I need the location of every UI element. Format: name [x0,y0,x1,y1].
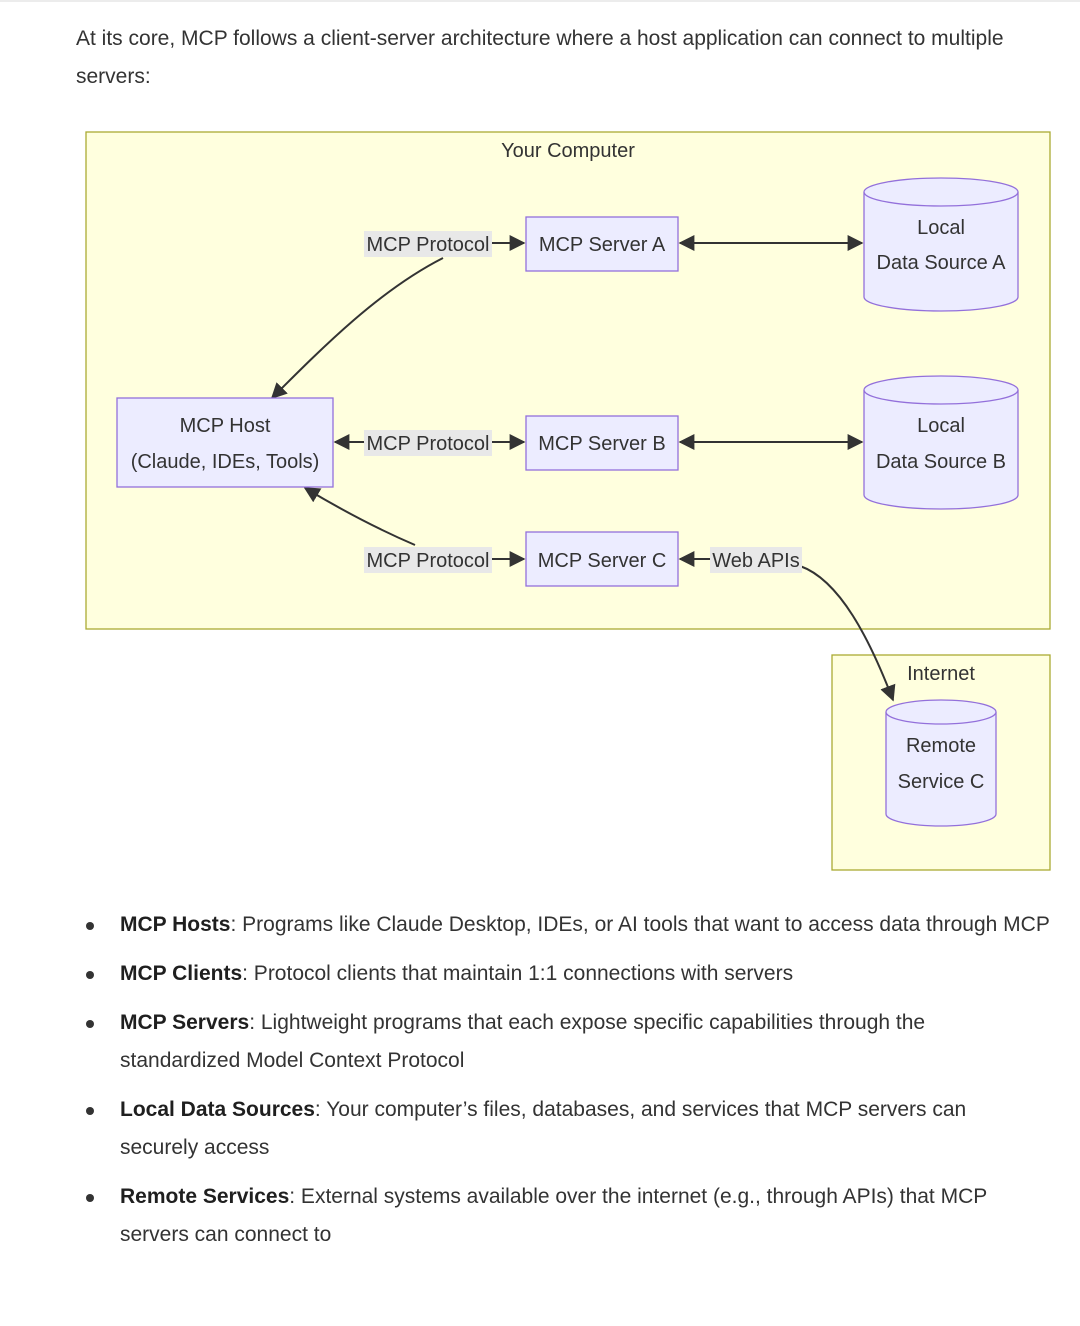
node-local-datasource-b-line1: Local [917,415,965,437]
node-mcp-server-c [525,531,679,587]
node-local-datasource-b-line2: Data Source B [876,451,1006,473]
list-item-description: : Protocol clients that maintain 1:1 con… [242,962,794,985]
node-mcp-server-c-label: MCP Server C [538,550,667,572]
node-local-datasource-a [863,177,1019,312]
node-remote-service-c-line1: Remote [906,735,976,757]
bullet-dot [86,971,94,979]
list-item: MCP Hosts: Programs like Claude Desktop,… [0,906,1080,944]
bullet-dot [86,1107,94,1115]
node-mcp-server-b [525,415,679,471]
bullet-dot [86,1020,94,1028]
list-item-term: MCP Servers [120,1011,250,1034]
edge-label-bg-protocol-c [364,547,492,573]
list-item-description: : Your computer’s files, databases, and … [120,1098,967,1159]
edge-label-bg-web-apis [710,547,802,573]
node-remote-service-c-line2: Service C [898,771,985,793]
list-item-description: : Lightweight programs that each expose … [120,1011,926,1072]
node-local-datasource-a-line2: Data Source A [877,252,1007,274]
edge-label-protocol-c: MCP Protocol [366,550,489,572]
list-item-term: MCP Clients [120,962,243,985]
node-mcp-server-a-label: MCP Server A [539,234,666,256]
node-mcp-server-b-label: MCP Server B [538,433,665,455]
top-divider [0,0,1080,2]
list-item: MCP Clients: Protocol clients that maint… [0,955,1080,993]
edge-host-server-a-curve [270,257,444,400]
list-item-description: : External systems available over the in… [120,1185,987,1246]
list-item-description: : Programs like Claude Desktop, IDEs, or… [230,913,1050,936]
list-item: MCP Servers: Lightweight programs that e… [0,1004,1080,1080]
node-mcp-server-a [525,216,679,272]
node-mcp-host-line2: (Claude, IDEs, Tools) [131,451,320,473]
edge-host-server-c-curve [303,487,416,546]
list-item-term: MCP Hosts [120,913,231,936]
group-your-computer-label: Your Computer [501,140,635,162]
edge-label-bg-protocol-b [364,430,492,456]
list-item-term: Remote Services [120,1185,290,1208]
node-local-datasource-b [863,375,1019,510]
bullet-dot [86,922,94,930]
edge-webapis-remote-curve [799,565,896,702]
edge-label-bg-protocol-a [364,231,492,257]
bullet-dot [86,1194,94,1202]
edge-label-web-apis: Web APIs [712,550,799,572]
node-remote-service-c [885,699,997,827]
edge-label-protocol-a: MCP Protocol [366,234,489,256]
component-list: MCP Hosts: Programs like Claude Desktop,… [0,906,1080,1265]
node-mcp-host-line1: MCP Host [180,415,271,437]
mcp-architecture-diagram: Your Computer Internet MCP Protocol MCP … [85,131,1051,871]
edge-label-protocol-b: MCP Protocol [366,433,489,455]
node-local-datasource-a-line1: Local [917,217,965,239]
node-mcp-host [116,397,334,488]
list-item: Remote Services: External systems availa… [0,1178,1080,1254]
list-item-term: Local Data Sources [120,1098,315,1121]
list-item: Local Data Sources: Your computer’s file… [0,1091,1080,1167]
group-internet-label: Internet [907,663,975,685]
intro-paragraph: At its core, MCP follows a client-server… [76,27,1004,88]
